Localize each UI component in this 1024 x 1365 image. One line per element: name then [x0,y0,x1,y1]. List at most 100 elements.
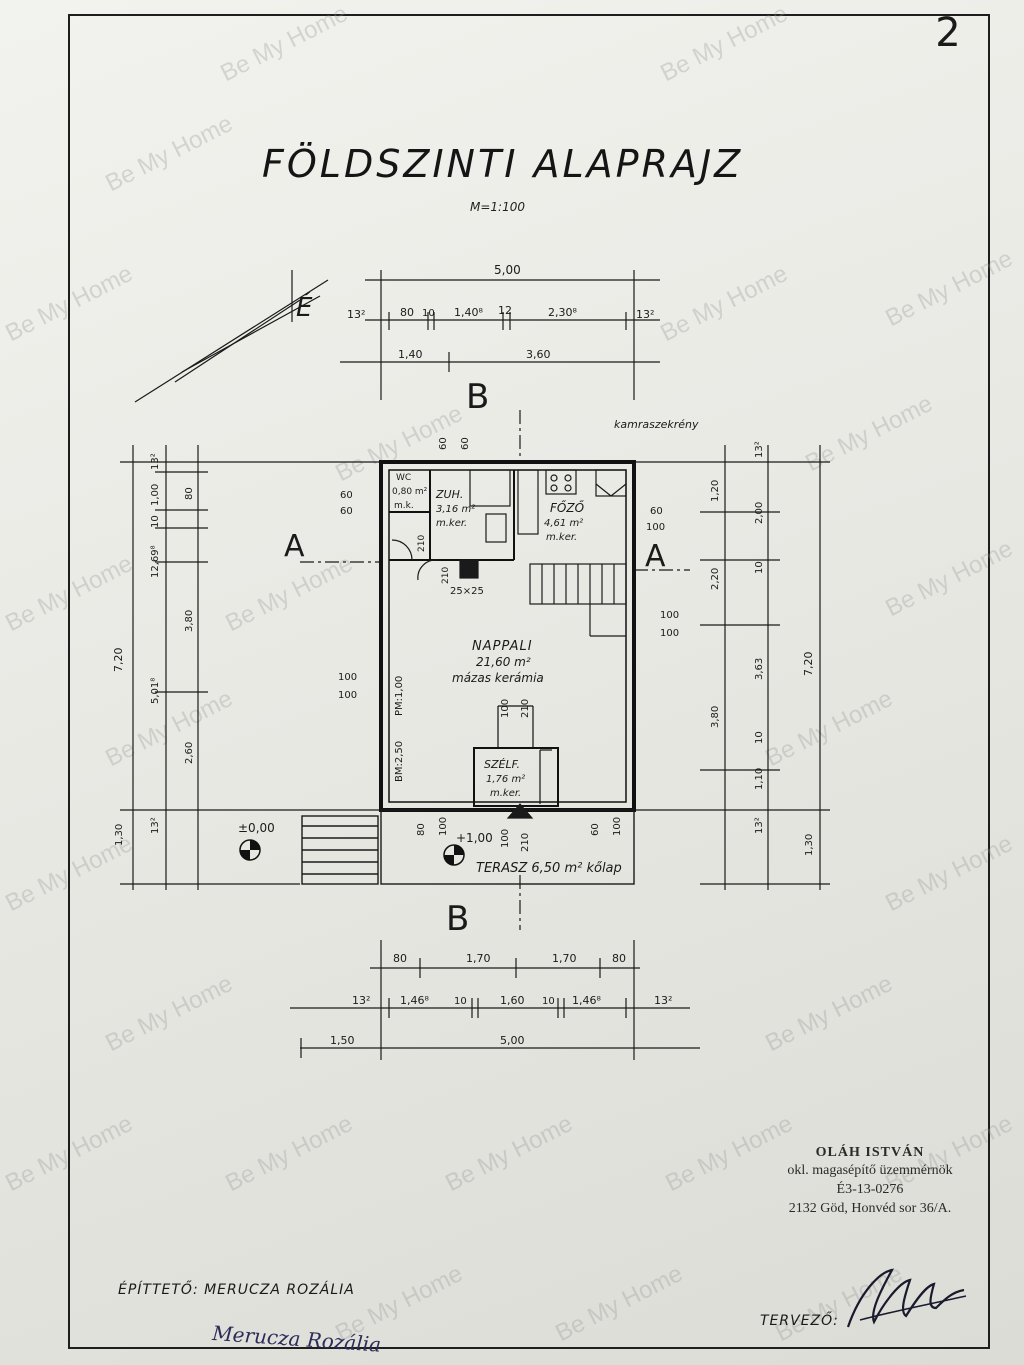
drawing-scale: M=1:100 [470,200,525,214]
opening-text: 100 [500,699,511,718]
dim-text: 1,30 [804,834,815,856]
room-nappali-floor: mázas kerámia [452,671,544,685]
level-text: ±0,00 [238,821,275,835]
dim-text: 5,01⁸ [150,678,161,704]
dim-text: 2,30⁸ [548,306,577,319]
dim-text: 13² [352,994,370,1007]
dim-text: 13² [754,817,765,834]
opening-text: 100 [646,522,665,533]
dim-text: 1,46⁸ [572,994,601,1007]
dim-text: 7,20 [112,648,125,673]
dim-text: 5,00 [500,1034,525,1047]
room-fozo-name: FŐZŐ [550,500,585,515]
dim-text: 3,60 [526,348,551,361]
opening-text: 100 [612,817,623,836]
dim-text: 10 [454,996,467,1007]
dim-text: 1,60 [500,994,525,1007]
drawing-frame [68,14,990,1349]
chimney-label: 25×25 [450,586,484,597]
dim-text: 10 [754,731,765,744]
dim-text: 1,40 [398,348,423,361]
room-fozo-floor: m.ker. [546,532,577,543]
level-marker-icon [239,839,261,861]
room-wc-floor: m.k. [394,501,414,511]
opening-text: 60 [438,437,449,450]
opening-text: 60 [650,506,663,517]
dim-text: 3,63 [754,658,765,680]
opening-text: 210 [441,567,451,584]
opening-text: 60 [460,437,471,450]
opening-text: 60 [340,490,353,501]
terrace-label: TERASZ 6,50 m² kőlap [476,861,622,876]
dim-text: 80 [612,952,626,965]
room-zuh-area: 3,16 m² [436,504,475,515]
stamp-title: okl. magasépítő üzemmérnök [787,1163,953,1178]
room-fozo-area: 4,61 m² [544,518,583,529]
dim-text: 1,00 [150,484,161,506]
dim-text: 1,10 [754,768,765,790]
opening-text: 210 [417,535,427,552]
section-a-right: A [645,539,666,574]
dim-text: 13² [150,817,161,834]
opening-text: 100 [660,628,679,639]
dim-text: 10 [754,561,765,574]
room-wc-area: 0,80 m² [392,487,428,497]
opening-text: 100 [660,610,679,621]
room-wc-name: WC [396,473,411,483]
dim-text: 1,46⁸ [400,994,429,1007]
level-text: +1,00 [456,831,493,845]
opening-text: 100 [338,672,357,683]
section-b-bottom: B [446,899,469,939]
dim-text: 10 [542,996,555,1007]
dim-text: 1,30 [114,824,125,846]
room-nappali-name: NAPPALI [472,639,533,654]
opening-text: 210 [520,833,531,852]
dim-text: 80 [393,952,407,965]
opening-text: BM:2,50 [394,741,405,782]
dim-text: 1,50 [330,1034,355,1047]
dim-text: 3,80 [710,706,721,728]
dim-text: 80 [400,306,414,319]
dim-text: 80 [184,487,195,500]
dim-text: 2,60 [184,742,195,764]
room-szelf-area: 1,76 m² [486,774,525,785]
dim-text: 1,70 [552,952,577,965]
dim-text: 2,20 [710,568,721,590]
dim-text: 1,40⁸ [454,306,483,319]
pantry-label: kamraszekrény [614,418,699,431]
opening-text: PM:1,00 [394,676,405,716]
dim-text: 3,80 [184,610,195,632]
dim-text: 10 [150,515,161,528]
dim-text: 12,69⁸ [150,545,161,578]
opening-text: 60 [590,823,601,836]
client-label: ÉPÍTTETŐ: MERUCZA ROZÁLIA [118,1282,355,1298]
opening-text: 60 [340,506,353,517]
room-zuh-name: ZUH. [435,488,463,501]
north-arrow-icon [134,270,329,403]
opening-text: 100 [338,690,357,701]
dim-text: 13² [347,308,365,321]
dim-text: 12 [498,304,512,317]
dim-text: 1,70 [466,952,491,965]
stamp-name: OLÁH ISTVÁN [815,1145,925,1160]
north-label: É [296,291,313,323]
dim-text: 13² [150,453,161,470]
dim-text: 13² [636,308,654,321]
dim-text: 10 [422,308,435,319]
opening-text: 100 [438,817,449,836]
room-szelf-floor: m.ker. [490,788,521,799]
opening-text: 80 [416,823,427,836]
room-szelf-name: SZÉLF. [484,758,520,771]
room-nappali-area: 21,60 m² [476,655,531,669]
dim-text: 1,20 [710,480,721,502]
drawing-title: FÖLDSZINTI ALAPRAJZ [262,142,744,186]
opening-text: 100 [500,829,511,848]
dim-text: 13² [754,441,765,458]
stamp-address: 2132 Göd, Honvéd sor 36/A. [788,1201,952,1216]
designer-signature-icon [846,1268,967,1328]
dim-text: 5,00 [494,263,521,277]
dim-text: 7,20 [802,652,815,677]
designer-label: TERVEZŐ: [760,1313,839,1329]
